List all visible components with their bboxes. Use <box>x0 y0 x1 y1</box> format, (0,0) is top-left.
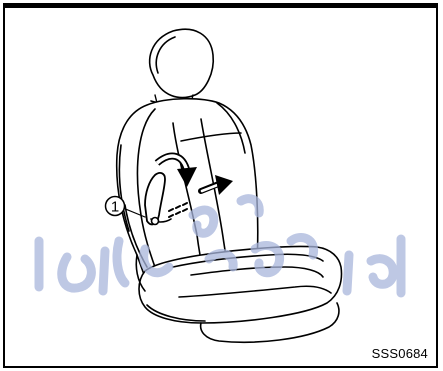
callout-1: 1 <box>106 197 125 216</box>
figure-code: SSS0684 <box>372 346 428 361</box>
seat-cushion <box>139 246 341 342</box>
seat-illustration: 1 <box>5 5 438 368</box>
svg-text:1: 1 <box>111 199 119 216</box>
diagram-frame: 1 SSS0684 <box>3 3 438 368</box>
headrest <box>150 29 214 103</box>
